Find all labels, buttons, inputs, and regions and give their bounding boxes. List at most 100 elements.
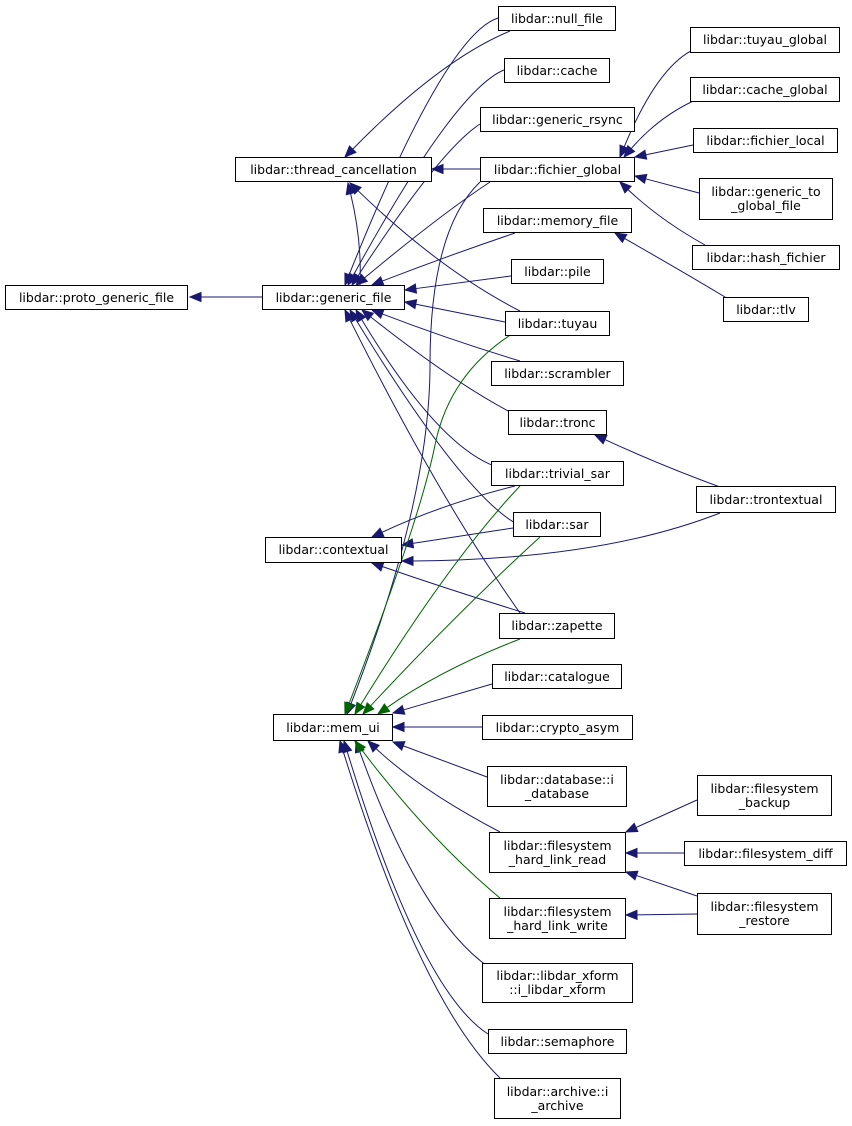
class-node-label: ::i_libdar_xform <box>509 982 606 997</box>
class-node-i-libdar-xform[interactable]: libdar::libdar_xform::i_libdar_xform <box>482 963 633 1003</box>
class-node-mem-ui[interactable]: libdar::mem_ui <box>273 714 393 741</box>
class-node-generic-rsync[interactable]: libdar::generic_rsync <box>480 107 635 132</box>
class-node-label: libdar::fichier_local <box>706 132 825 148</box>
arrowhead <box>370 275 385 286</box>
arrowhead <box>624 822 639 833</box>
edge-trontextual-to-tronc <box>593 434 721 488</box>
class-node-fichier-local[interactable]: libdar::fichier_local <box>693 128 838 153</box>
class-node-hard-link-read[interactable]: libdar::filesystem_hard_link_read <box>489 832 626 873</box>
edge-sar-to-mem_ui <box>362 536 541 715</box>
edge-zapette-to-mem_ui <box>376 638 521 715</box>
arrowhead <box>338 739 349 754</box>
class-node-label: libdar::cache_global <box>702 81 828 97</box>
class-node-hard-link-write[interactable]: libdar::filesystem_hard_link_write <box>489 898 626 939</box>
arrowhead <box>370 309 385 320</box>
edge-tuyau-to-thread_cancellation <box>349 182 521 312</box>
class-node-label: _hard_link_read <box>508 851 607 867</box>
arrowhead <box>633 173 648 185</box>
class-node-semaphore[interactable]: libdar::semaphore <box>488 1029 627 1054</box>
class-node-filesystem-restore[interactable]: libdar::filesystem_restore <box>697 893 832 935</box>
class-node-scrambler[interactable]: libdar::scrambler <box>491 361 624 386</box>
class-node-label: _archive <box>531 1097 584 1113</box>
class-node-proto-generic-file[interactable]: libdar::proto_generic_file <box>5 285 188 310</box>
class-node-label: libdar::database::i <box>500 771 614 787</box>
class-node-label: libdar::generic_rsync <box>492 111 623 127</box>
class-node-generic-file[interactable]: libdar::generic_file <box>262 285 405 310</box>
class-node-generic-to-global-file[interactable]: libdar::generic_to_global_file <box>699 178 833 220</box>
arrowhead <box>403 283 418 294</box>
edge-generic_rsync-to-generic_file <box>351 123 481 287</box>
class-node-label: libdar::catalogue <box>504 668 610 684</box>
class-node-label: libdar::semaphore <box>500 1033 615 1049</box>
arrowhead <box>345 181 356 196</box>
edge-filesystem_restore-to-hard_link_write <box>624 909 698 921</box>
edge-fichier_local-to-fichier_global <box>633 144 694 160</box>
class-node-label: libdar::crypto_asym <box>495 719 620 735</box>
class-node-fichier-global[interactable]: libdar::fichier_global <box>480 157 635 182</box>
class-node-tuyau[interactable]: libdar::tuyau <box>505 311 610 336</box>
class-node-i-database[interactable]: libdar::database::i_database <box>487 766 627 807</box>
class-node-filesystem-diff[interactable]: libdar::filesystem_diff <box>684 841 847 866</box>
class-node-trontextual[interactable]: libdar::trontextual <box>696 486 836 513</box>
edge-tlv-to-memory_file <box>613 232 731 301</box>
class-node-tlv[interactable]: libdar::tlv <box>723 297 809 322</box>
edge-memory_file-to-generic_file <box>370 232 516 286</box>
arrowhead <box>344 308 355 323</box>
arrowhead <box>354 273 369 286</box>
edge-tronc-to-generic_file <box>360 309 511 413</box>
class-node-cache[interactable]: libdar::cache <box>504 58 610 83</box>
arrowhead <box>430 163 444 175</box>
edge-trivial_sar-to-contextual <box>370 485 516 538</box>
class-node-label: _hard_link_write <box>507 917 608 933</box>
edge-hard_link_read-to-mem_ui <box>367 740 501 833</box>
class-node-catalogue[interactable]: libdar::catalogue <box>492 664 622 689</box>
arrowhead <box>354 701 366 716</box>
edge-filesystem_restore-to-hard_link_read <box>624 870 698 897</box>
edge-null_file-to-thread_cancellation <box>344 30 511 158</box>
edge-null_file-to-generic_file <box>344 17 499 287</box>
class-node-label: libdar::fichier_global <box>493 161 622 177</box>
arrowhead <box>613 232 628 244</box>
arrowhead <box>623 144 636 159</box>
edge-fichier_global-to-thread_cancellation <box>430 163 480 175</box>
arrowhead <box>344 145 357 158</box>
class-node-zapette[interactable]: libdar::zapette <box>499 613 615 639</box>
class-node-tronc[interactable]: libdar::tronc <box>508 410 607 435</box>
class-node-label: libdar::scrambler <box>504 365 611 381</box>
class-node-trivial-sar[interactable]: libdar::trivial_sar <box>491 461 624 486</box>
edge-hash_fichier-to-fichier_global <box>619 181 706 246</box>
class-node-label: libdar::thread_cancellation <box>250 161 417 177</box>
class-node-crypto-asym[interactable]: libdar::crypto_asym <box>482 715 633 740</box>
class-node-memory-file[interactable]: libdar::memory_file <box>483 208 632 233</box>
arrowhead <box>619 144 630 159</box>
edge-zapette-to-generic_file <box>344 308 521 614</box>
class-node-tuyau-global[interactable]: libdar::tuyau_global <box>690 27 840 53</box>
class-node-label: libdar::filesystem <box>710 899 819 914</box>
edge-generic_file-to-proto_generic_file <box>188 291 262 303</box>
class-node-label: libdar::tronc <box>519 414 596 430</box>
class-node-label: _global_file <box>731 198 801 213</box>
arrowhead <box>370 527 385 538</box>
class-node-cache-global[interactable]: libdar::cache_global <box>690 77 840 102</box>
arrowhead <box>391 704 406 715</box>
class-node-sar[interactable]: libdar::sar <box>513 512 601 537</box>
class-node-filesystem-backup[interactable]: libdar::filesystem_backup <box>697 775 832 816</box>
class-node-pile[interactable]: libdar::pile <box>511 259 604 284</box>
arrowhead <box>367 740 380 753</box>
class-node-i-archive[interactable]: libdar::archive::i_archive <box>494 1078 621 1119</box>
class-node-label: libdar::generic_file <box>275 289 392 305</box>
edge-semaphore-to-mem_ui <box>342 739 489 1035</box>
edge-crypto_asym-to-mem_ui <box>391 721 482 733</box>
edge-catalogue-to-mem_ui <box>391 683 493 715</box>
class-node-null-file[interactable]: libdar::null_file <box>498 6 616 31</box>
class-node-thread-cancellation[interactable]: libdar::thread_cancellation <box>235 157 432 182</box>
class-node-label: libdar::archive::i <box>506 1083 609 1099</box>
edge-filesystem_backup-to-hard_link_read <box>624 799 698 833</box>
arrowhead <box>188 291 202 303</box>
arrowhead <box>624 870 639 881</box>
edge-i_libdar_xform-to-mem_ui <box>354 739 491 969</box>
arrowhead <box>624 909 638 921</box>
class-node-hash-fichier[interactable]: libdar::hash_fichier <box>692 245 840 270</box>
class-node-contextual[interactable]: libdar::contextual <box>265 537 402 563</box>
